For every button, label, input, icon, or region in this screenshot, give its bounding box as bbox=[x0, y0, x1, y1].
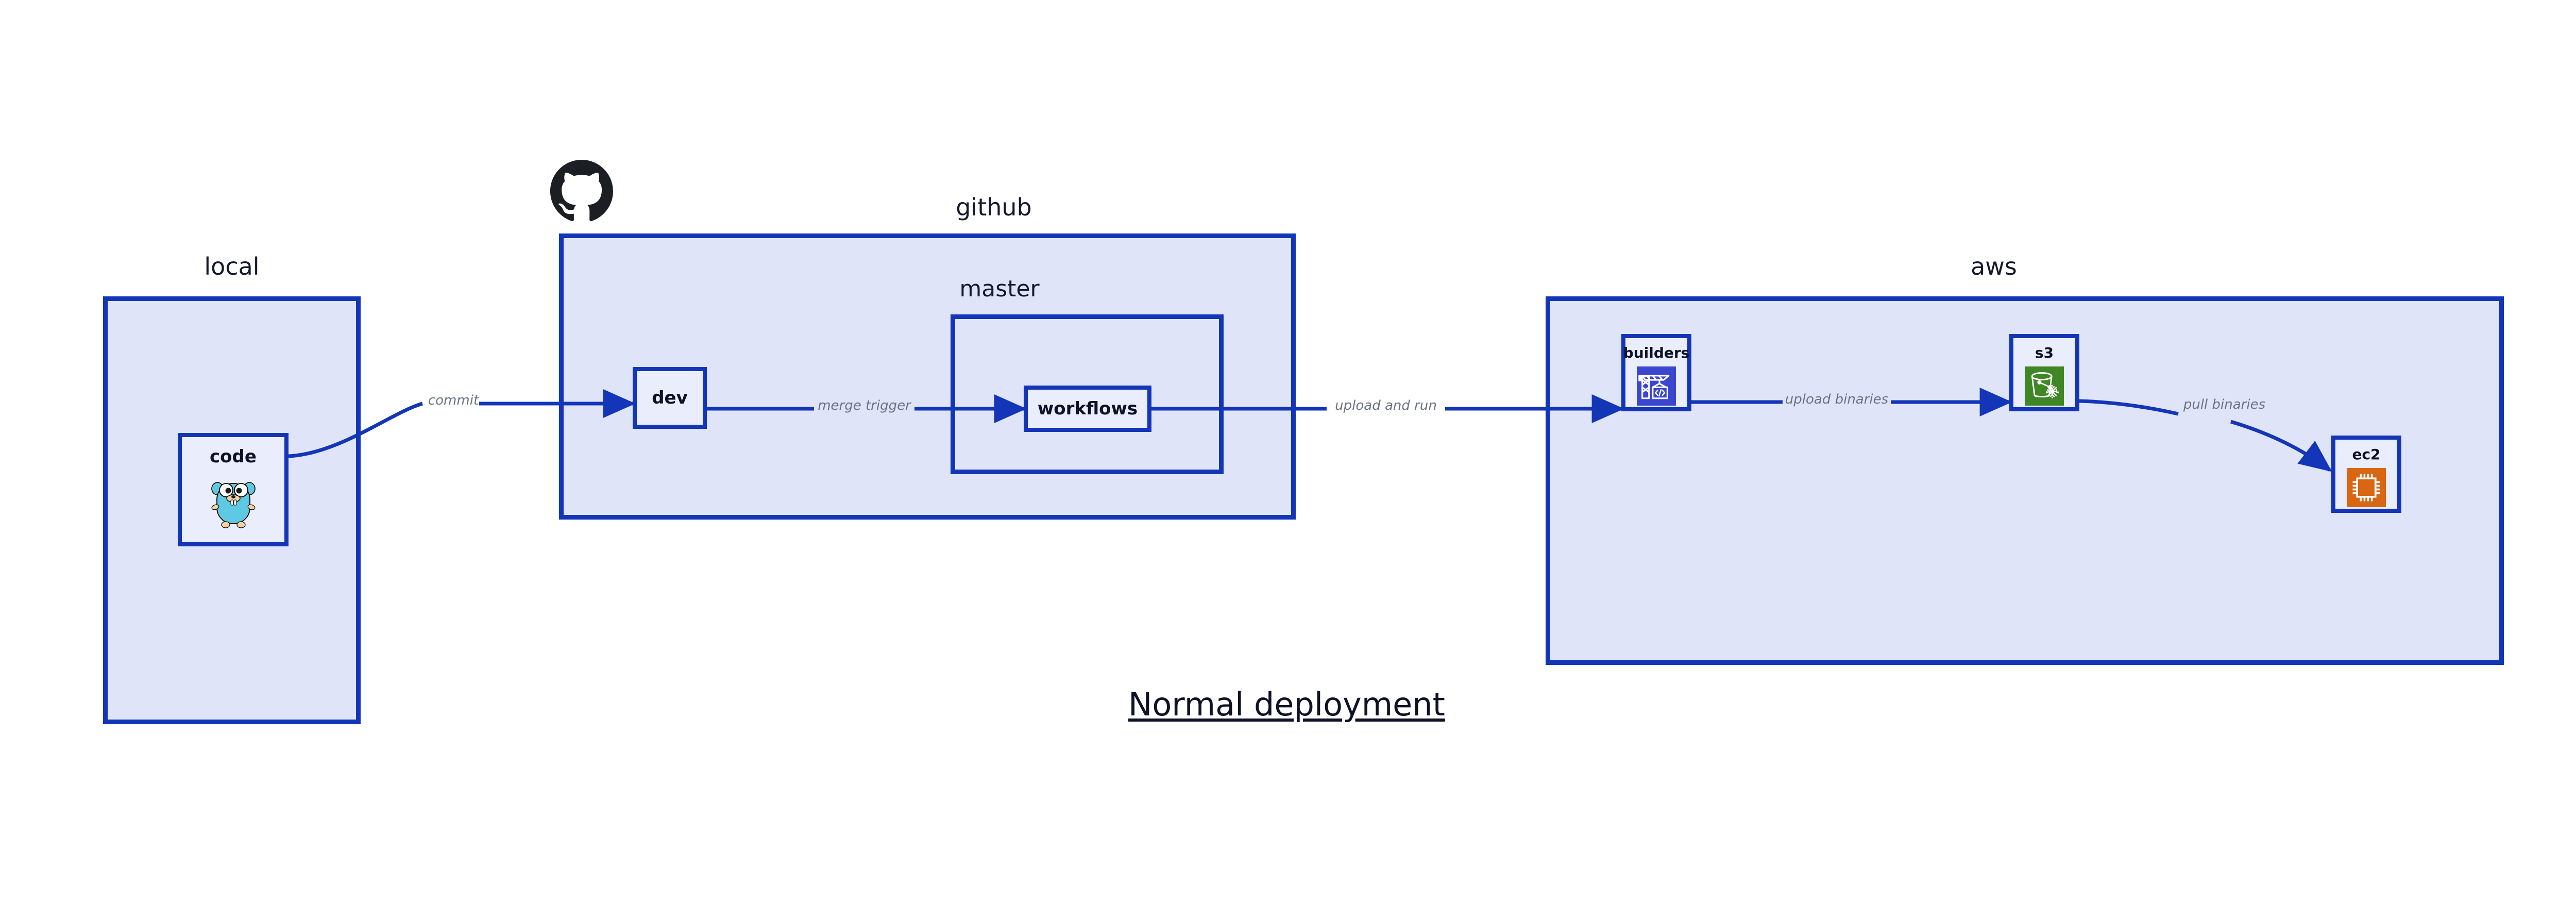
node-ec2[interactable]: ec2 bbox=[2331, 436, 2401, 513]
node-code[interactable]: code bbox=[178, 433, 289, 546]
edge-label-merge-trigger: merge trigger bbox=[818, 398, 911, 413]
edge-label-upload-binaries: upload binaries bbox=[1785, 392, 1889, 407]
go-gopher-icon bbox=[209, 473, 258, 532]
aws-ec2-chip-icon bbox=[2347, 468, 2386, 509]
group-label-master: master bbox=[959, 276, 1040, 302]
node-s3[interactable]: s3 bbox=[2009, 334, 2079, 411]
node-label-dev: dev bbox=[652, 388, 688, 408]
node-label-ec2: ec2 bbox=[2352, 446, 2381, 463]
group-label-local: local bbox=[204, 253, 260, 280]
edge-label-pull-binaries: pull binaries bbox=[2183, 397, 2266, 412]
group-label-aws: aws bbox=[1971, 253, 2017, 280]
node-builders[interactable]: builders bbox=[1621, 334, 1691, 411]
group-label-github: github bbox=[956, 193, 1032, 221]
aws-s3-glacier-bucket-icon bbox=[2025, 366, 2064, 408]
node-dev[interactable]: dev bbox=[633, 367, 707, 429]
node-label-builders: builders bbox=[1623, 344, 1690, 361]
node-workflows[interactable]: workflows bbox=[1024, 386, 1151, 432]
aws-codebuild-crane-icon bbox=[1637, 366, 1676, 408]
node-label-workflows: workflows bbox=[1037, 398, 1138, 419]
github-octocat-icon bbox=[550, 160, 613, 223]
edge-label-commit: commit bbox=[428, 393, 479, 408]
edge-label-upload-and-run: upload and run bbox=[1335, 398, 1437, 413]
node-label-code: code bbox=[210, 446, 257, 467]
diagram-title: Normal deployment bbox=[1128, 686, 1445, 723]
node-label-s3: s3 bbox=[2035, 344, 2054, 361]
